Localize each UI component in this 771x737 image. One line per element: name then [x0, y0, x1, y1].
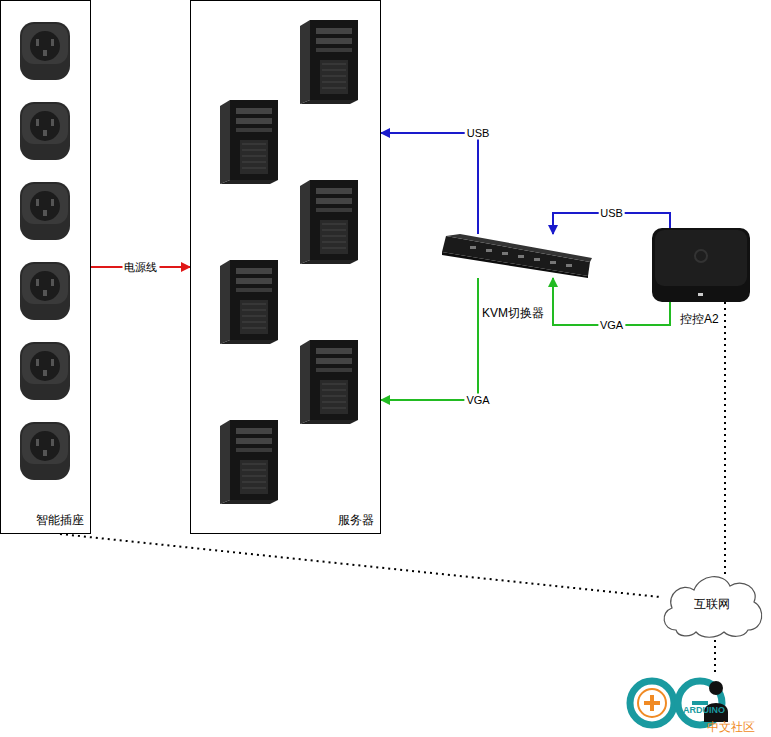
server-panel: 服务器	[190, 0, 381, 534]
arduino-logo	[630, 681, 728, 725]
connector	[381, 278, 478, 400]
node-label: 互联网	[694, 597, 730, 611]
kvm-switch: KVM切换器	[440, 234, 592, 278]
edge-label: USB	[598, 207, 625, 220]
connector	[381, 133, 478, 234]
node-label: 控控A2	[680, 312, 719, 326]
connector	[60, 534, 660, 597]
logo-link	[715, 640, 716, 674]
edge-label: USB	[465, 127, 492, 140]
edge-label: 电源线	[122, 261, 159, 274]
node-label: KVM切换器	[482, 306, 544, 320]
connector	[724, 302, 726, 574]
logo-wordmark: ARDUINO	[683, 705, 725, 716]
a2-device	[652, 228, 750, 302]
logo-caption: 中文社区	[707, 720, 755, 734]
node-label: 智能插座	[36, 513, 84, 527]
internet-cloud: 互联网	[658, 568, 765, 640]
node-label: 服务器	[338, 513, 374, 527]
socket-icons	[20, 22, 70, 480]
kvm-device	[442, 234, 592, 278]
edge-label: VGA	[464, 394, 491, 407]
edge-label: VGA	[598, 319, 625, 332]
server-icons	[220, 20, 358, 504]
socket-panel: 智能插座	[0, 0, 91, 534]
remote-box: 控控A2	[652, 228, 750, 302]
